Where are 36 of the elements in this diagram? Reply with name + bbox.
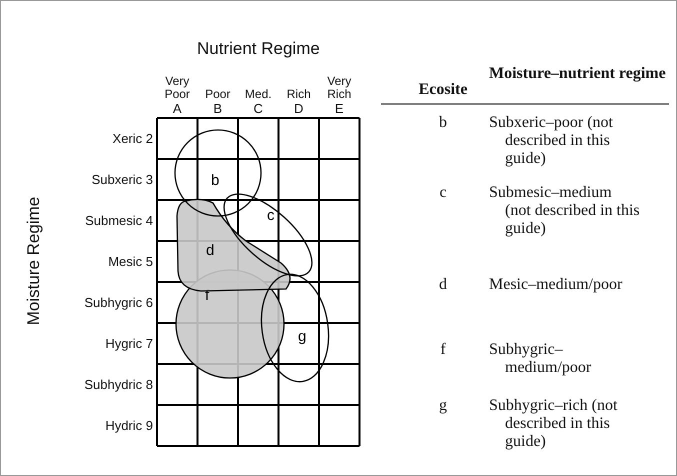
axis-title: Nutrient Regime: [197, 39, 320, 59]
row-label: Subhydric 8: [83, 376, 153, 394]
column-letter: A: [172, 102, 183, 116]
row-label: Hydric 9: [104, 416, 153, 434]
row-label: Subhygric 6: [83, 294, 153, 312]
ecosite-letter: b: [438, 114, 448, 132]
row-label: Hygric 7: [104, 334, 153, 352]
ecosite-letter: d: [438, 276, 448, 294]
column-heading: Ecosite: [418, 81, 468, 99]
column-header: Poor: [204, 86, 232, 101]
column-letter: D: [293, 102, 304, 116]
regime-description: Mesic–medium/poor: [489, 276, 624, 294]
column-header: Med.: [244, 86, 273, 101]
ecosite-letter: g: [438, 397, 448, 415]
ecosite-letter: b: [211, 173, 220, 188]
ecosite-letter: f: [439, 341, 447, 359]
column-header: Very Poor: [164, 73, 191, 101]
column-letter: B: [212, 102, 224, 116]
column-heading: Moisture–nutrient regime: [489, 65, 667, 83]
ecosite-letter: c: [267, 208, 274, 223]
column-header: Rich: [286, 86, 312, 101]
row-label: Submesic 4: [84, 212, 153, 230]
column-letter: C: [252, 102, 264, 116]
axis-title: Moisture Regime: [24, 196, 44, 328]
row-label: Subxeric 3: [90, 170, 153, 188]
ecosite-letter: c: [438, 184, 448, 202]
regime-description: Submesic–medium (not described in this guide): [489, 184, 640, 238]
ecosite-letter: d: [206, 243, 214, 258]
row-label: Xeric 2: [112, 130, 153, 148]
column-header: Very Rich: [326, 73, 352, 101]
ecosite-letter: g: [298, 329, 306, 344]
regime-description: Subhygric–rich (not described in this guide): [489, 397, 618, 451]
row-label: Mesic 5: [107, 252, 153, 270]
column-letter: E: [334, 102, 345, 116]
regime-description: Subhygric–medium/poor: [489, 341, 592, 377]
regime-description: Subxeric–poor (not described in this guide): [489, 114, 614, 168]
